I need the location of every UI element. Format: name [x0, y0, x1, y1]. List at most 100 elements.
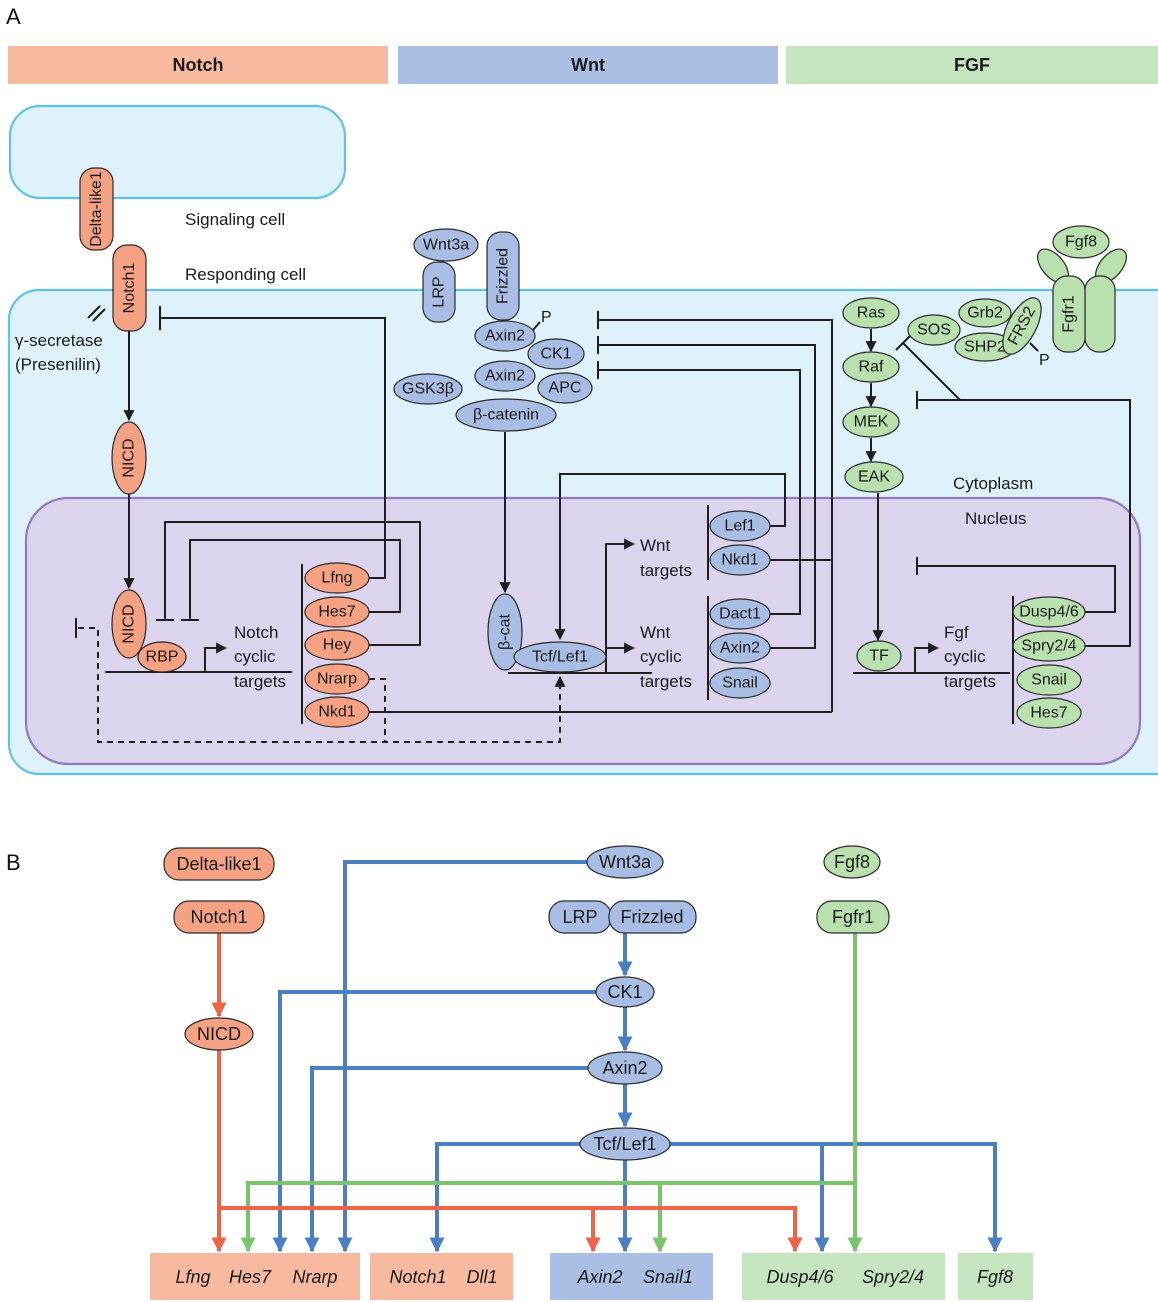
axin2-oval — [474, 360, 536, 392]
nrarp-dashed-wire — [369, 678, 386, 742]
beta-catenin-label: β-catenin — [473, 407, 539, 424]
axin2-label: Axin2 — [485, 368, 525, 385]
cytoplasm-label: Cytoplasm — [953, 474, 1033, 493]
gsk3b-oval — [393, 373, 463, 405]
b-axin2-label: Axin2 — [602, 1058, 647, 1078]
notch-promoter-arrow — [204, 642, 228, 672]
wnt-cyclic-label-line2: cyclic — [640, 647, 682, 666]
b-ck1-label: CK1 — [607, 982, 642, 1002]
ras-oval — [842, 297, 900, 329]
nkd1-inhibition-wire — [598, 319, 833, 712]
frs2-phospho-tick — [1029, 342, 1039, 352]
snail-wnt-oval — [709, 667, 771, 699]
target-nrarp: Nrarp — [292, 1267, 337, 1287]
nicd-nuclear-label: NICD — [121, 604, 138, 643]
nrarp-label: Nrarp — [317, 671, 357, 688]
fgf-targets-label-line1: Fgf — [944, 623, 969, 642]
gamma-secretase-cut-mark — [87, 305, 101, 319]
fgf8-oval — [1052, 225, 1110, 259]
notch-pathway: Delta-like1 Notch1 γ-secretase (Presenil… — [15, 167, 832, 743]
b-ck1-oval — [595, 976, 655, 1008]
grb2-oval — [958, 298, 1012, 328]
hes7-label: Hes7 — [318, 604, 355, 621]
notch-target-box-2 — [370, 1253, 513, 1300]
nicd-to-dusp-wire — [219, 1206, 803, 1253]
apc-label: APC — [549, 380, 582, 397]
beta-cat-oval — [487, 593, 523, 671]
notch1-label: Notch1 — [121, 263, 138, 314]
axin2-phospho-tick — [532, 321, 541, 331]
lrp-label: LRP — [431, 276, 448, 307]
delta-like1-capsule — [79, 167, 114, 251]
panel-b: B Delta-like1 Notch1 NICD Wnt3a LRP — [6, 845, 1033, 1300]
target-lfng: Lfng — [175, 1267, 210, 1287]
raf-oval — [842, 351, 900, 383]
b-notch1-capsule — [173, 900, 265, 934]
wnt-band-label: Wnt — [571, 55, 605, 75]
fgf-pathway: Fgfr1 Fgf8 SOS Grb2 SHP2 FRS2 P Ras Raf … — [842, 225, 1131, 729]
nrarp-oval — [304, 663, 370, 695]
fgfr1-to-hes7-wire — [240, 1181, 855, 1253]
b-wnt3a-label: Wnt3a — [599, 852, 652, 872]
fgf-band — [786, 46, 1158, 84]
spry-sos-inhibition-wire — [902, 342, 961, 401]
hes7-fgf-oval — [1016, 697, 1082, 729]
tcf-lef1-label: Tcf/Lef1 — [532, 649, 588, 666]
wnt-target-box — [550, 1253, 713, 1300]
gamma-secretase-label: γ-secretase — [15, 331, 103, 350]
nkd1-notch-oval — [304, 696, 370, 728]
fgf-target-box-1 — [742, 1253, 945, 1300]
wnt-band — [398, 46, 778, 84]
delta-like1-label: Delta-like1 — [88, 171, 105, 247]
lef1-oval — [709, 510, 771, 542]
b-delta-like1-capsule — [163, 847, 275, 881]
notch-targets-label-line3: targets — [234, 672, 286, 691]
frizzled-capsule — [486, 231, 520, 321]
spry-sos-inhibition-bar — [895, 335, 911, 351]
target-dll1: Dll1 — [466, 1267, 497, 1287]
responding-cell-label: Responding cell — [185, 265, 306, 284]
gamma-secretase-cut-mark-2 — [92, 308, 106, 322]
panel-a: A Notch Wnt FGF Signaling cell Respondin… — [6, 4, 1158, 776]
lef1-label: Lef1 — [724, 518, 755, 535]
b-lrp-label: LRP — [562, 907, 597, 927]
wnt3a-oval — [413, 228, 479, 262]
tcf-to-notch1-wire — [429, 1142, 580, 1253]
wnt-cyclic-label-line3: targets — [640, 672, 692, 691]
wnt-cyclic-label-line1: Wnt — [640, 623, 671, 642]
tcf-lef1-oval — [513, 641, 607, 673]
frs2-oval — [1002, 297, 1042, 355]
wnt-pathway: Wnt3a LRP Frizzled GSK3β APC CK1 Axin2 P… — [393, 228, 833, 712]
target-notch1: Notch1 — [389, 1267, 446, 1287]
ck1-oval — [527, 338, 585, 370]
fgfr1-chain-left — [1052, 275, 1086, 353]
notch-band — [8, 46, 388, 84]
wnt3a-label: Wnt3a — [423, 237, 469, 254]
b-frizzled-capsule — [608, 900, 697, 934]
dusp-oval — [1012, 596, 1086, 628]
gsk3b-label: GSK3β — [402, 381, 454, 398]
axin2-complex-oval — [474, 320, 536, 352]
fgf-target-box-2 — [958, 1253, 1033, 1300]
target-dusp4-6: Dusp4/6 — [766, 1267, 834, 1287]
b-nicd-oval — [184, 1017, 254, 1051]
nucleus — [24, 496, 1142, 766]
dact1-oval — [709, 598, 771, 630]
b-tcf-lef1-label: Tcf/Lef1 — [593, 1134, 656, 1154]
snail-fgf-oval — [1016, 664, 1082, 696]
dact1-label: Dact1 — [719, 606, 761, 623]
hes7-feedback-wire — [189, 539, 401, 620]
lfng-feedback-wire — [160, 317, 386, 579]
b-frizzled-label: Frizzled — [620, 907, 683, 927]
wnt-targets-label-line1: Wnt — [640, 536, 671, 555]
fgf-promoter-arrow — [914, 642, 940, 673]
mek-label: MEK — [854, 414, 889, 431]
hey-label: Hey — [323, 637, 351, 654]
rbp-oval — [137, 641, 187, 673]
shp2-label: SHP2 — [964, 339, 1006, 356]
signaling-cell-label: Signaling cell — [185, 210, 285, 229]
notch-targets-label-line2: cyclic — [234, 647, 276, 666]
eak-label: EAK — [858, 469, 890, 486]
frizzled-label: Frizzled — [495, 248, 512, 304]
target-axin2: Axin2 — [576, 1267, 622, 1287]
